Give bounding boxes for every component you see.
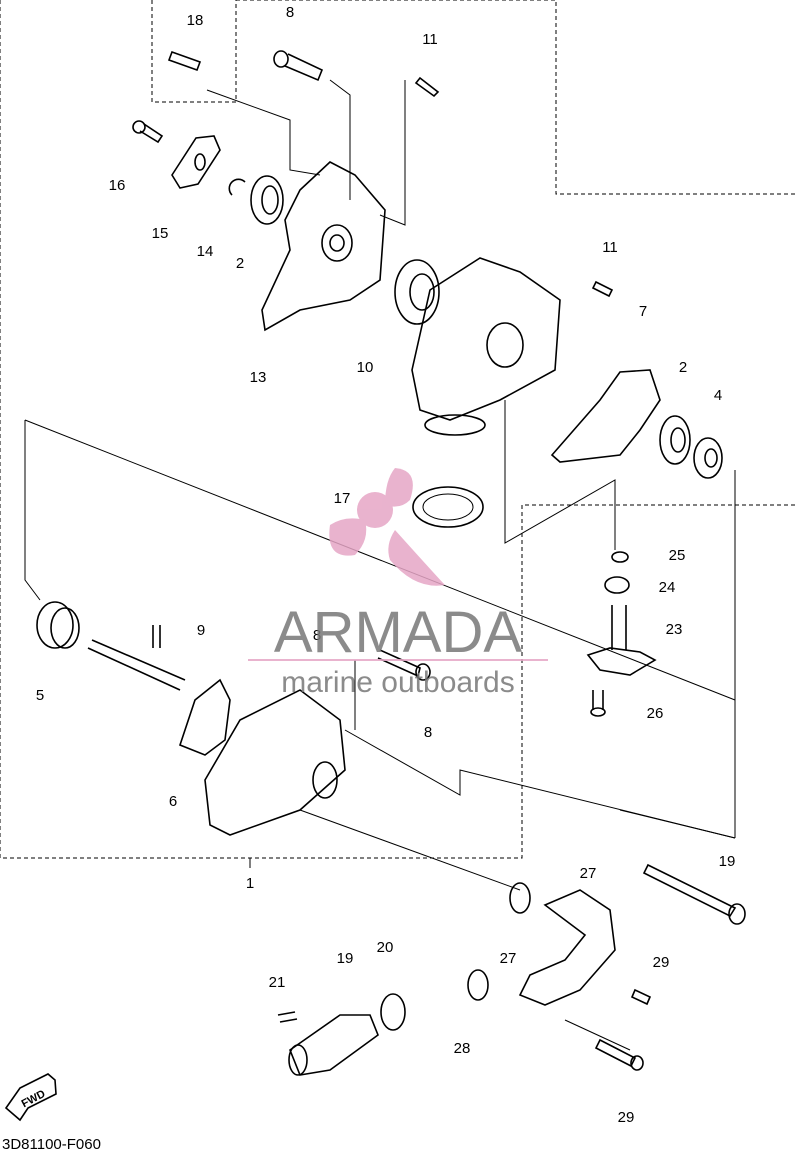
callout-20: 20: [377, 939, 394, 956]
callout-13: 14: [197, 243, 214, 260]
part-24-washer: [611, 551, 629, 563]
callout-25: 26: [647, 705, 664, 722]
part-22-union: [586, 605, 657, 676]
part-3-seal: [693, 437, 723, 479]
watermark-brand: ARMADA: [274, 600, 522, 665]
part-18-pin: [167, 50, 202, 72]
callout-15: 16: [109, 177, 126, 194]
callout-7: 8: [313, 627, 321, 644]
callout-9: 9: [197, 622, 205, 639]
callout-14: 15: [152, 225, 169, 242]
callout-11-top: 11: [422, 31, 438, 48]
part-25-bolt: [590, 690, 606, 717]
part-27-o-ring-top: [509, 882, 531, 914]
fwd-arrow-icon: FWD: [4, 1073, 57, 1122]
callout-16: 17: [334, 490, 351, 507]
part-28-bolt: [594, 1038, 644, 1071]
watermark: ARMADA marine outboards: [248, 468, 548, 699]
part-27-o-ring-bottom: [467, 969, 489, 1001]
callout-3: 4: [714, 387, 722, 404]
fwd-label: FWD: [20, 1088, 48, 1110]
propeller-logo-icon: [329, 468, 445, 586]
callout-6: 7: [639, 303, 647, 320]
part-2-bearing-top: [250, 175, 284, 225]
callout-29: 29: [653, 954, 670, 971]
callout-18: 18: [187, 12, 204, 29]
callout-27-top: 27: [500, 950, 517, 967]
callouts: 18 8 11 16 15 14 2 13 10 11 7 2 4 17 25 …: [36, 4, 736, 1126]
callout-28: 29: [618, 1109, 635, 1126]
watermark-tagline: marine outboards: [281, 666, 514, 699]
callout-26: 27: [580, 865, 597, 882]
callout-27-bottom: 28: [454, 1040, 471, 1057]
part-pump-cover: [411, 257, 561, 436]
callout-2-right: 2: [679, 359, 687, 376]
part-21-bolt: [277, 1011, 298, 1023]
callout-12: 13: [250, 369, 267, 386]
part-4-seal: [36, 601, 80, 649]
callout-1: 1: [246, 875, 254, 892]
callout-4: 5: [36, 687, 44, 704]
callout-21: 21: [269, 974, 286, 991]
diagram-code: 3D81100-F060: [2, 1136, 101, 1152]
callout-8-top: 8: [286, 4, 294, 21]
callout-8-mid: 8: [424, 724, 432, 741]
part-23-o-ring: [604, 576, 630, 594]
part-6-o-ring: [550, 369, 661, 463]
callout-2-top: 2: [236, 255, 244, 272]
part-19-thermostat-housing: [288, 1014, 379, 1076]
callout-23: 24: [659, 579, 676, 596]
callout-5: 6: [169, 793, 177, 810]
callout-19: 19: [337, 950, 354, 967]
leader-lines: [24, 79, 736, 1051]
part-14-gear-plate: [171, 135, 221, 189]
part-29-bolt: [630, 988, 652, 1006]
part-8-bolt-top: [273, 50, 324, 82]
part-9-pin: [152, 625, 161, 648]
part-20-o-ring: [380, 993, 406, 1031]
callout-24: 25: [669, 547, 686, 564]
callout-10: 10: [357, 359, 374, 376]
part-15-bolt: [132, 120, 164, 144]
callout-22: 23: [666, 621, 683, 638]
assembly-boundary: [0, 0, 798, 868]
part-11-pin-right: [591, 280, 614, 298]
part-5-shaft-impeller: [87, 639, 231, 756]
part-12-pump-body: [261, 161, 386, 332]
part-2-bearing-right: [659, 415, 691, 465]
callout-17: 19: [719, 853, 736, 870]
part-11-pin-top: [414, 76, 440, 98]
part-13-circlip: [228, 178, 246, 196]
part-7-housing: [204, 689, 346, 836]
part-16-strainer: [412, 486, 484, 528]
callout-11-right: 11: [602, 239, 618, 256]
part-10-impeller: [394, 259, 440, 325]
part-26-pipe: [518, 889, 616, 1006]
part-17-bolt: [642, 863, 746, 925]
